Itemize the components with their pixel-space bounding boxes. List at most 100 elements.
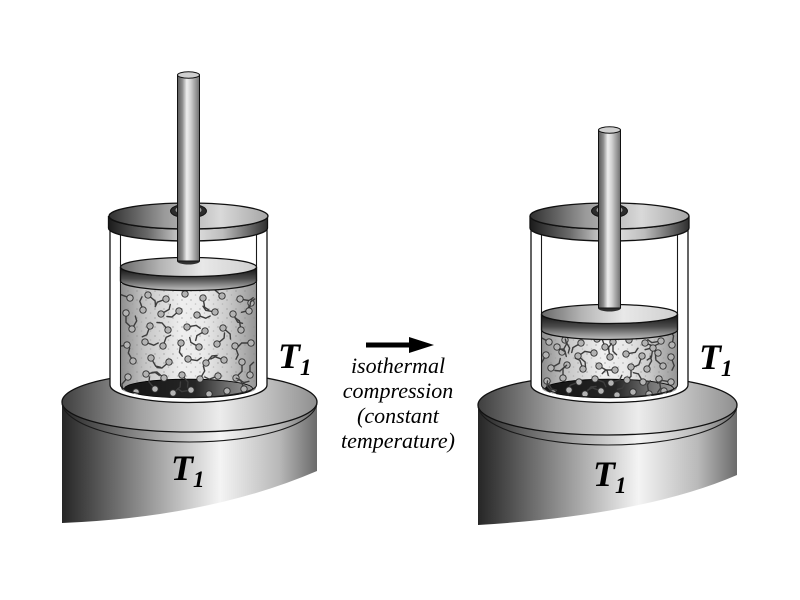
- molecule: [218, 292, 226, 300]
- molecule: [611, 366, 619, 374]
- molecule: [613, 391, 621, 398]
- molecule: [565, 386, 573, 394]
- molecule: [627, 363, 635, 371]
- molecule-tail: [189, 336, 197, 346]
- molecule: [219, 324, 227, 332]
- molecule-tail: [203, 301, 210, 311]
- molecule-tail: [175, 381, 182, 392]
- left-piston: [119, 256, 258, 292]
- molecule-tail: [629, 347, 639, 354]
- right-piston-rod: [598, 126, 621, 312]
- molecule-tail: [580, 350, 591, 355]
- molecule: [199, 294, 207, 302]
- molecule-tail: [141, 328, 150, 338]
- molecule-tail: [657, 382, 662, 393]
- temp-label-right-reservoir: T1: [593, 454, 627, 498]
- molecule: [668, 341, 676, 349]
- caption-line-2: compression: [343, 378, 453, 403]
- molecule: [657, 337, 665, 345]
- molecule: [236, 295, 244, 303]
- molecule-tail: [633, 358, 642, 368]
- molecule-tail: [139, 296, 143, 308]
- molecule: [157, 310, 165, 318]
- molecule-tail: [563, 338, 568, 350]
- molecule: [579, 365, 587, 373]
- molecule-tail: [597, 379, 607, 388]
- molecule: [122, 309, 130, 317]
- molecule: [141, 338, 149, 346]
- molecule: [142, 370, 150, 378]
- caption-line-3: (constant: [357, 403, 440, 428]
- molecule: [231, 342, 239, 350]
- molecule: [195, 343, 203, 351]
- left-glass-inner-wall: [119, 221, 258, 399]
- molecule: [160, 374, 168, 382]
- right-rod-top: [598, 126, 621, 134]
- molecule: [196, 375, 204, 383]
- molecule: [238, 358, 246, 366]
- molecule: [667, 378, 675, 386]
- molecule: [139, 306, 147, 314]
- molecule: [542, 351, 550, 359]
- molecule-tail: [166, 312, 177, 318]
- molecule: [183, 323, 191, 331]
- molecule-tail: [632, 372, 642, 380]
- molecule: [162, 295, 170, 303]
- molecule: [595, 362, 603, 370]
- molecule: [553, 343, 561, 351]
- caption-line-1: isothermal: [351, 353, 445, 378]
- molecule: [202, 359, 210, 367]
- left-piston-rod: [177, 71, 200, 265]
- molecule-tail: [237, 365, 243, 376]
- right-reservoir-rim-line: [477, 404, 738, 446]
- molecule: [123, 341, 131, 349]
- molecule: [175, 307, 183, 315]
- molecule: [659, 362, 667, 370]
- left-reservoir-side: [62, 402, 318, 523]
- molecule: [559, 374, 567, 382]
- molecule: [643, 365, 651, 373]
- molecule: [178, 371, 186, 379]
- molecule-tail: [190, 324, 201, 329]
- right-apparatus: T1 T1: [477, 126, 738, 525]
- molecule: [641, 339, 649, 347]
- molecule-tail: [199, 315, 211, 319]
- right-reservoir-side: [478, 405, 737, 525]
- left-reservoir-rim-line: [61, 401, 318, 443]
- molecule-tail: [612, 345, 618, 356]
- molecule-tail: [156, 363, 167, 369]
- molecule-tail: [156, 321, 167, 328]
- molecule: [184, 355, 192, 363]
- molecule: [639, 378, 647, 386]
- molecule: [201, 327, 209, 335]
- molecule-tail: [154, 299, 164, 308]
- molecule-tail: [553, 357, 561, 367]
- molecule-tail: [201, 365, 206, 377]
- molecule: [237, 326, 245, 334]
- molecule-tail: [646, 380, 651, 391]
- molecule-tail: [151, 371, 162, 377]
- molecule-tail: [152, 360, 162, 368]
- right-gas: [542, 331, 677, 399]
- molecule-tail: [207, 354, 218, 361]
- molecule-tail: [147, 342, 159, 346]
- molecule-tail: [647, 339, 658, 344]
- molecule-tail: [210, 356, 222, 360]
- molecule: [638, 352, 646, 360]
- molecule: [654, 349, 662, 357]
- molecule-tail: [234, 317, 241, 327]
- molecule-tail: [249, 298, 256, 308]
- molecule: [575, 378, 583, 386]
- molecule: [181, 290, 189, 298]
- molecule-tail: [202, 305, 212, 312]
- left-rod-shaft: [177, 74, 200, 262]
- molecule-tail: [195, 332, 203, 342]
- molecule: [187, 386, 195, 394]
- molecule-tail: [225, 329, 232, 340]
- molecule: [623, 376, 631, 384]
- left-rod-top: [177, 71, 200, 79]
- molecule-tail: [163, 334, 172, 344]
- molecule-tail: [235, 348, 239, 360]
- molecule: [577, 339, 585, 347]
